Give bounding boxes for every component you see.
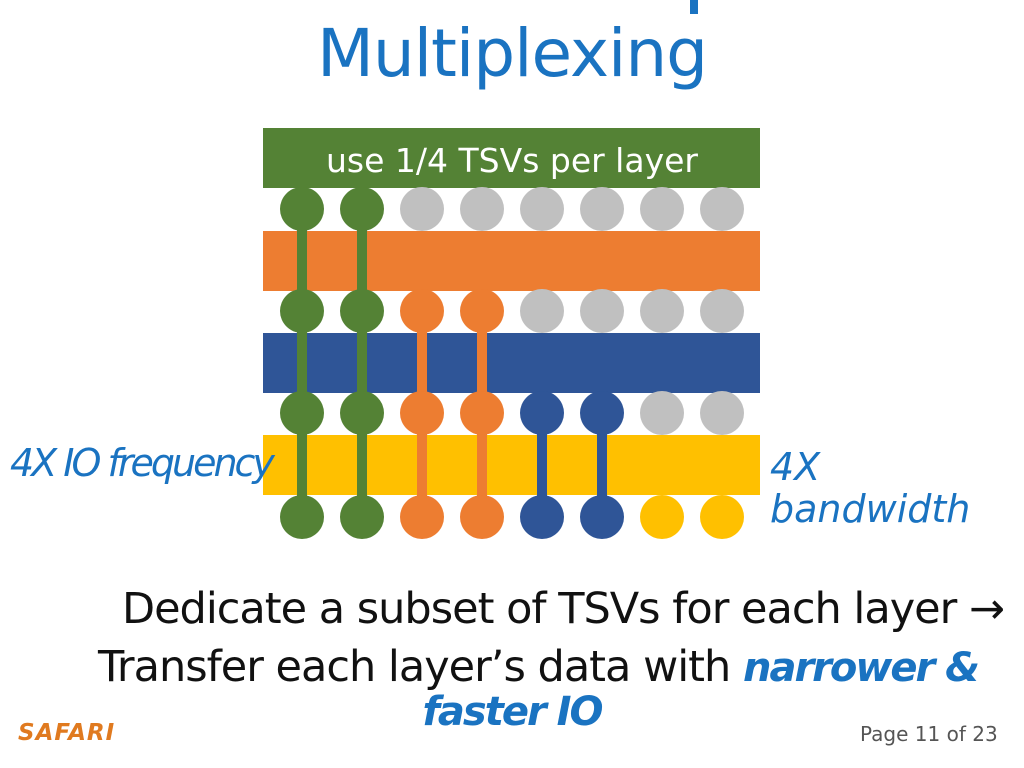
layer-bar-orange	[263, 231, 760, 291]
tsv-dot-r4-c4	[460, 495, 504, 539]
title-overflow-fragment	[690, 0, 698, 14]
tsv-line-1	[297, 209, 307, 517]
tsv-dot-r2-c4	[460, 289, 504, 333]
tsv-dot-r4-c8	[700, 495, 744, 539]
layer-bar-blue	[263, 333, 760, 393]
tsv-dot-r3-c1	[280, 391, 324, 435]
summary-line-2: Transfer each layer’s data with narrower…	[0, 640, 980, 695]
top-bar-label: use 1/4 TSVs per layer	[326, 141, 698, 180]
tsv-dot-r1-c6	[580, 187, 624, 231]
bandwidth-label-line2: bandwidth	[770, 487, 971, 531]
tsv-dot-r2-c3	[400, 289, 444, 333]
tsv-dot-r1-c8	[700, 187, 744, 231]
tsv-dot-r1-c1	[280, 187, 324, 231]
tsv-line-5	[537, 413, 547, 517]
tsv-dot-r2-c6	[580, 289, 624, 333]
bandwidth-label: 4X bandwidth	[770, 446, 970, 530]
tsv-dot-r1-c7	[640, 187, 684, 231]
tsv-dot-r1-c2	[340, 187, 384, 231]
tsv-dot-r3-c6	[580, 391, 624, 435]
slide-title: Multiplexing	[316, 15, 708, 92]
tsv-dot-r2-c2	[340, 289, 384, 333]
bandwidth-label-line1: 4X	[770, 445, 821, 489]
tsv-line-2	[357, 209, 367, 517]
safari-logo: SAFARI	[18, 720, 116, 746]
layer-bar-yellow	[263, 435, 760, 495]
tsv-dot-r4-c5	[520, 495, 564, 539]
layer-bar-green	[263, 128, 760, 188]
tsv-dot-r1-c5	[520, 187, 564, 231]
tsv-line-6	[597, 413, 607, 517]
tsv-dot-r3-c2	[340, 391, 384, 435]
tsv-dot-r2-c1	[280, 289, 324, 333]
tsv-dot-r3-c3	[400, 391, 444, 435]
tsv-dot-r4-c6	[580, 495, 624, 539]
summary-line-1: Dedicate a subset of TSVs for each layer…	[121, 584, 1005, 634]
tsv-dot-r2-c5	[520, 289, 564, 333]
summary-line-2-text: Transfer each layer’s data with	[97, 642, 743, 692]
io-frequency-label: 4X IO frequency	[10, 441, 275, 485]
tsv-dot-r3-c5	[520, 391, 564, 435]
tsv-dot-r2-c7	[640, 289, 684, 333]
tsv-dot-r4-c7	[640, 495, 684, 539]
tsv-dot-r4-c3	[400, 495, 444, 539]
tsv-dot-r1-c4	[460, 187, 504, 231]
tsv-dot-r4-c1	[280, 495, 324, 539]
tsv-dot-r2-c8	[700, 289, 744, 333]
tsv-dot-r1-c3	[400, 187, 444, 231]
page-indicator: Page 11 of 23	[860, 722, 998, 746]
summary-line-3-emphasis: faster IO	[422, 689, 604, 735]
tsv-dot-r3-c8	[700, 391, 744, 435]
tsv-dot-r4-c2	[340, 495, 384, 539]
tsv-dot-r3-c4	[460, 391, 504, 435]
tsv-dot-r3-c7	[640, 391, 684, 435]
summary-line-2-emphasis: narrower &	[742, 645, 980, 691]
